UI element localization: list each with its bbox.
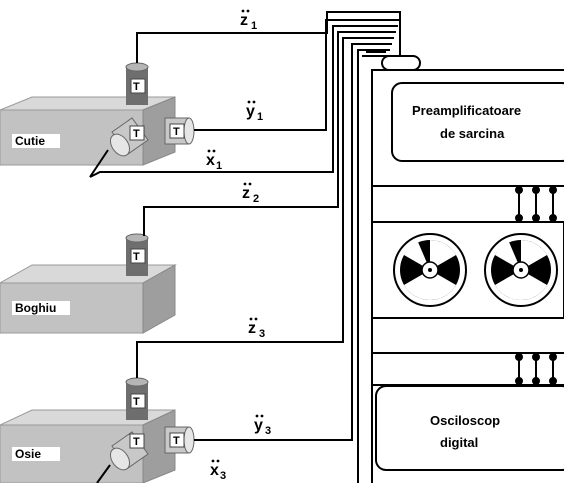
oscilloscope-panel: Osciloscop digital: [375, 385, 564, 471]
svg-text:z: z: [242, 185, 250, 202]
svg-text:T: T: [173, 126, 180, 138]
transducer-cutie-x: T: [109, 117, 149, 157]
svg-text:2: 2: [253, 193, 259, 205]
tape-recorder: [371, 221, 564, 319]
boghiu-block: Boghiu: [0, 264, 177, 334]
svg-text:de sarcina: de sarcina: [440, 126, 505, 141]
svg-text:1: 1: [251, 20, 257, 32]
svg-text:y: y: [254, 417, 263, 434]
svg-text:x: x: [210, 462, 219, 479]
inter-unit-connectors: [515, 186, 557, 385]
cable-bundle: [89, 11, 401, 483]
svg-text:Preamplificatoare: Preamplificatoare: [412, 103, 521, 118]
transducer-osie-x: T: [109, 431, 149, 471]
transducer-osie-z: T: [125, 377, 149, 420]
cabinet-connector: [381, 55, 421, 71]
signal-x3-label: x 3: [210, 459, 226, 482]
svg-text:T: T: [133, 436, 140, 448]
instrument-cabinet: Preamplificatoare de sarcina: [371, 55, 564, 483]
svg-text:T: T: [133, 251, 140, 263]
svg-text:T: T: [133, 396, 140, 408]
svg-text:Osciloscop: Osciloscop: [430, 413, 500, 428]
signal-labels: z 1 y 1 x 1 z 2 z 3 y 3 x: [206, 9, 271, 482]
svg-text:1: 1: [257, 111, 263, 123]
signal-y3-label: y 3: [254, 414, 271, 437]
transducer-cutie-y: T: [164, 117, 195, 145]
svg-text:y: y: [246, 103, 255, 120]
svg-text:1: 1: [216, 160, 222, 172]
transducer-cutie-z: T: [125, 62, 149, 105]
signal-z2-label: z 2: [242, 182, 259, 205]
cutie-block: Cutie: [0, 96, 176, 166]
signal-z1-label: z 1: [240, 9, 257, 32]
svg-text:3: 3: [259, 328, 265, 340]
osie-label: Osie: [15, 447, 41, 461]
signal-y1-label: y 1: [246, 100, 263, 123]
preamplifier-panel: Preamplificatoare de sarcina: [391, 82, 564, 162]
svg-text:T: T: [173, 435, 180, 447]
transducer-osie-y: T: [164, 426, 195, 454]
signal-z3-label: z 3: [248, 317, 265, 340]
svg-text:3: 3: [220, 470, 226, 482]
osie-block: Osie: [0, 409, 176, 483]
svg-text:z: z: [248, 320, 256, 337]
tape-reel-icon: [393, 233, 467, 307]
svg-text:digital: digital: [440, 435, 478, 450]
svg-text:x: x: [206, 152, 215, 169]
signal-x1-label: x 1: [206, 149, 222, 172]
boghiu-label: Boghiu: [15, 301, 56, 315]
svg-text:z: z: [240, 12, 248, 29]
transducer-boghiu-z: T: [125, 233, 149, 276]
svg-text:3: 3: [265, 425, 271, 437]
tape-reel-icon: [484, 233, 558, 307]
cutie-label: Cutie: [15, 134, 45, 148]
svg-text:T: T: [133, 128, 140, 140]
svg-text:T: T: [133, 81, 140, 93]
